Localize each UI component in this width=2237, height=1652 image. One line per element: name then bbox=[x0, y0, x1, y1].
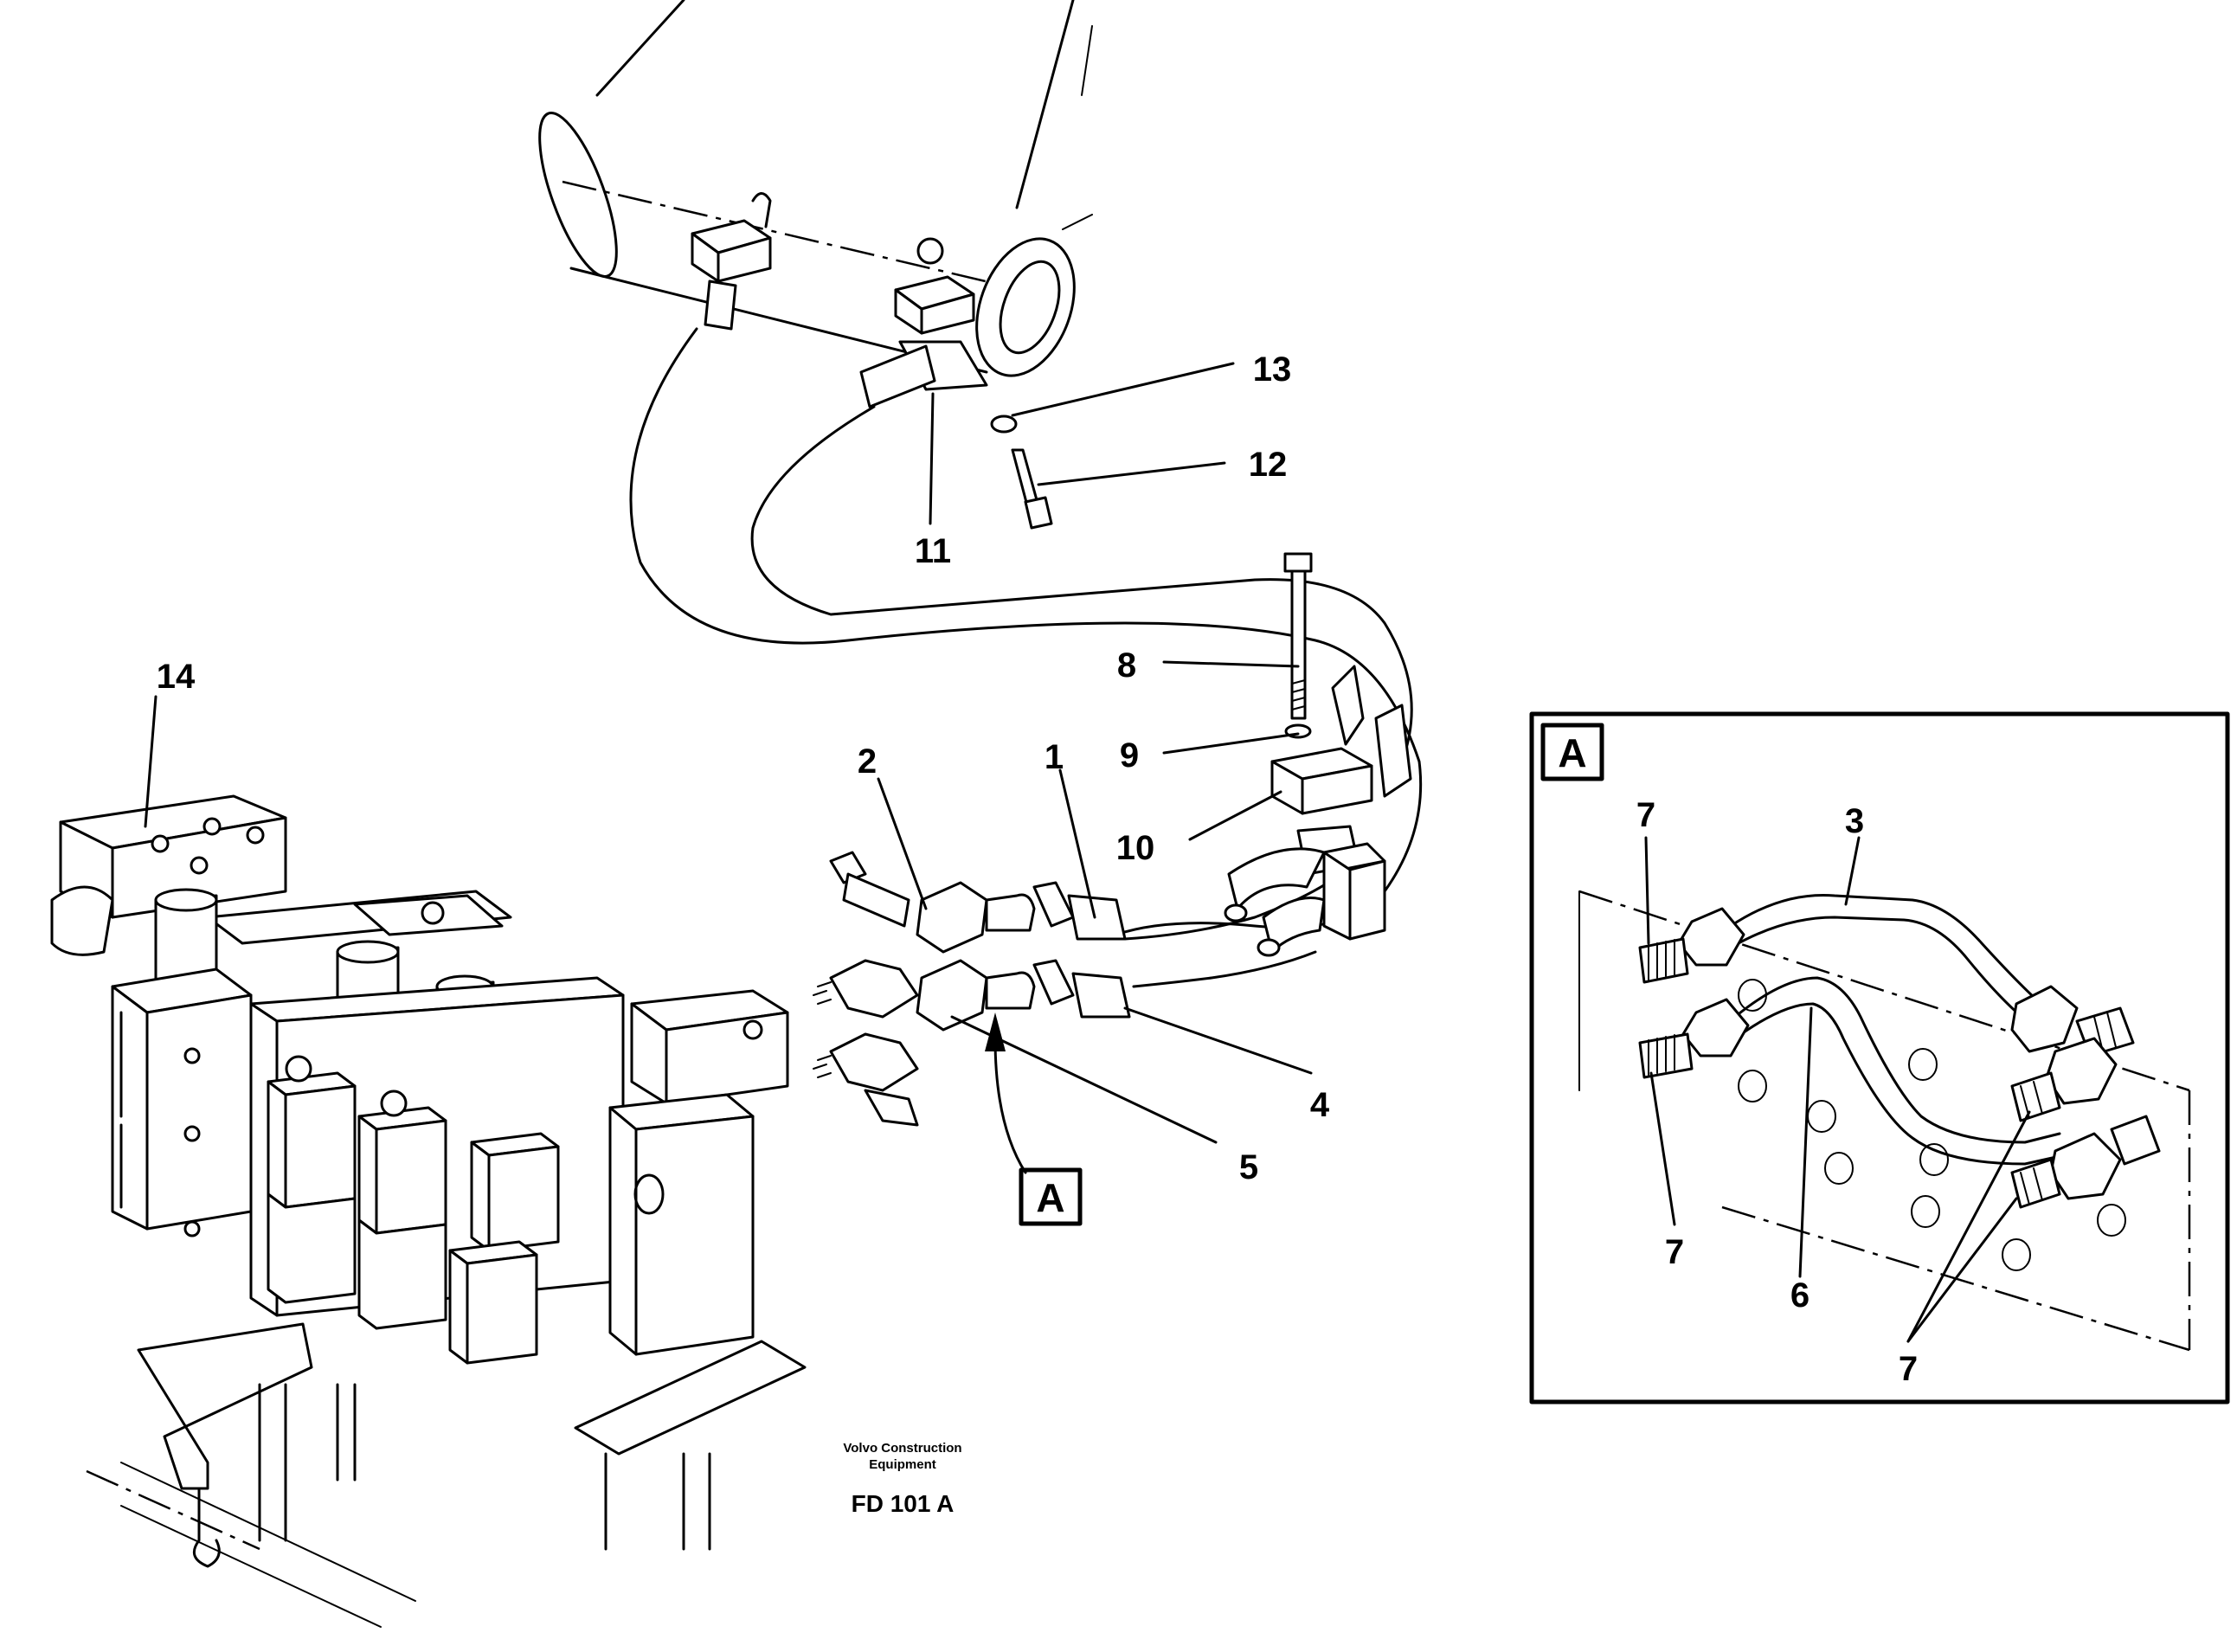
callout-1: 1 bbox=[1045, 738, 1064, 776]
callout-7-top: 7 bbox=[1636, 796, 1655, 834]
bolt bbox=[1283, 552, 1313, 739]
caption-company-line1: Volvo Construction bbox=[843, 1441, 961, 1456]
callout-14: 14 bbox=[157, 658, 196, 696]
boom-cylinder bbox=[538, 0, 1093, 377]
callout-7-left: 7 bbox=[1665, 1233, 1684, 1271]
valve-block-assembly bbox=[50, 794, 807, 1628]
callout-7-bottom: 7 bbox=[1899, 1350, 1918, 1388]
callout-12: 12 bbox=[1249, 446, 1288, 484]
callout-10: 10 bbox=[1116, 829, 1155, 867]
callout-8: 8 bbox=[1117, 646, 1136, 685]
pipe-clamp bbox=[859, 237, 988, 408]
callout-5: 5 bbox=[1239, 1148, 1258, 1186]
detail-view-a: A bbox=[1529, 711, 2230, 1405]
view-marker-a: A bbox=[985, 1012, 1083, 1226]
callout-11: 11 bbox=[915, 532, 951, 570]
pipe-clamp bbox=[691, 192, 772, 331]
view-marker-label: A bbox=[1036, 1175, 1064, 1220]
callout-6: 6 bbox=[1790, 1276, 1810, 1315]
callout-13: 13 bbox=[1253, 350, 1292, 389]
detail-callouts: 7 3 7 6 7 bbox=[1636, 796, 1918, 1388]
detail-view-label: A bbox=[1558, 730, 1586, 775]
caption-company-line2: Equipment bbox=[869, 1457, 936, 1472]
figure-id: FD 101 A bbox=[852, 1490, 955, 1517]
callout-9: 9 bbox=[1120, 736, 1139, 775]
screw-and-washer bbox=[990, 415, 1053, 530]
callout-2: 2 bbox=[858, 742, 877, 781]
clamp-assembly bbox=[1224, 665, 1412, 957]
callout-4: 4 bbox=[1310, 1086, 1330, 1124]
callout-3: 3 bbox=[1845, 802, 1864, 840]
callout-numbers: 13 12 11 8 9 10 2 1 4 5 14 bbox=[157, 350, 1330, 1186]
caption: Volvo Construction Equipment FD 101 A bbox=[843, 1441, 961, 1517]
hose-fittings bbox=[813, 851, 1131, 1127]
